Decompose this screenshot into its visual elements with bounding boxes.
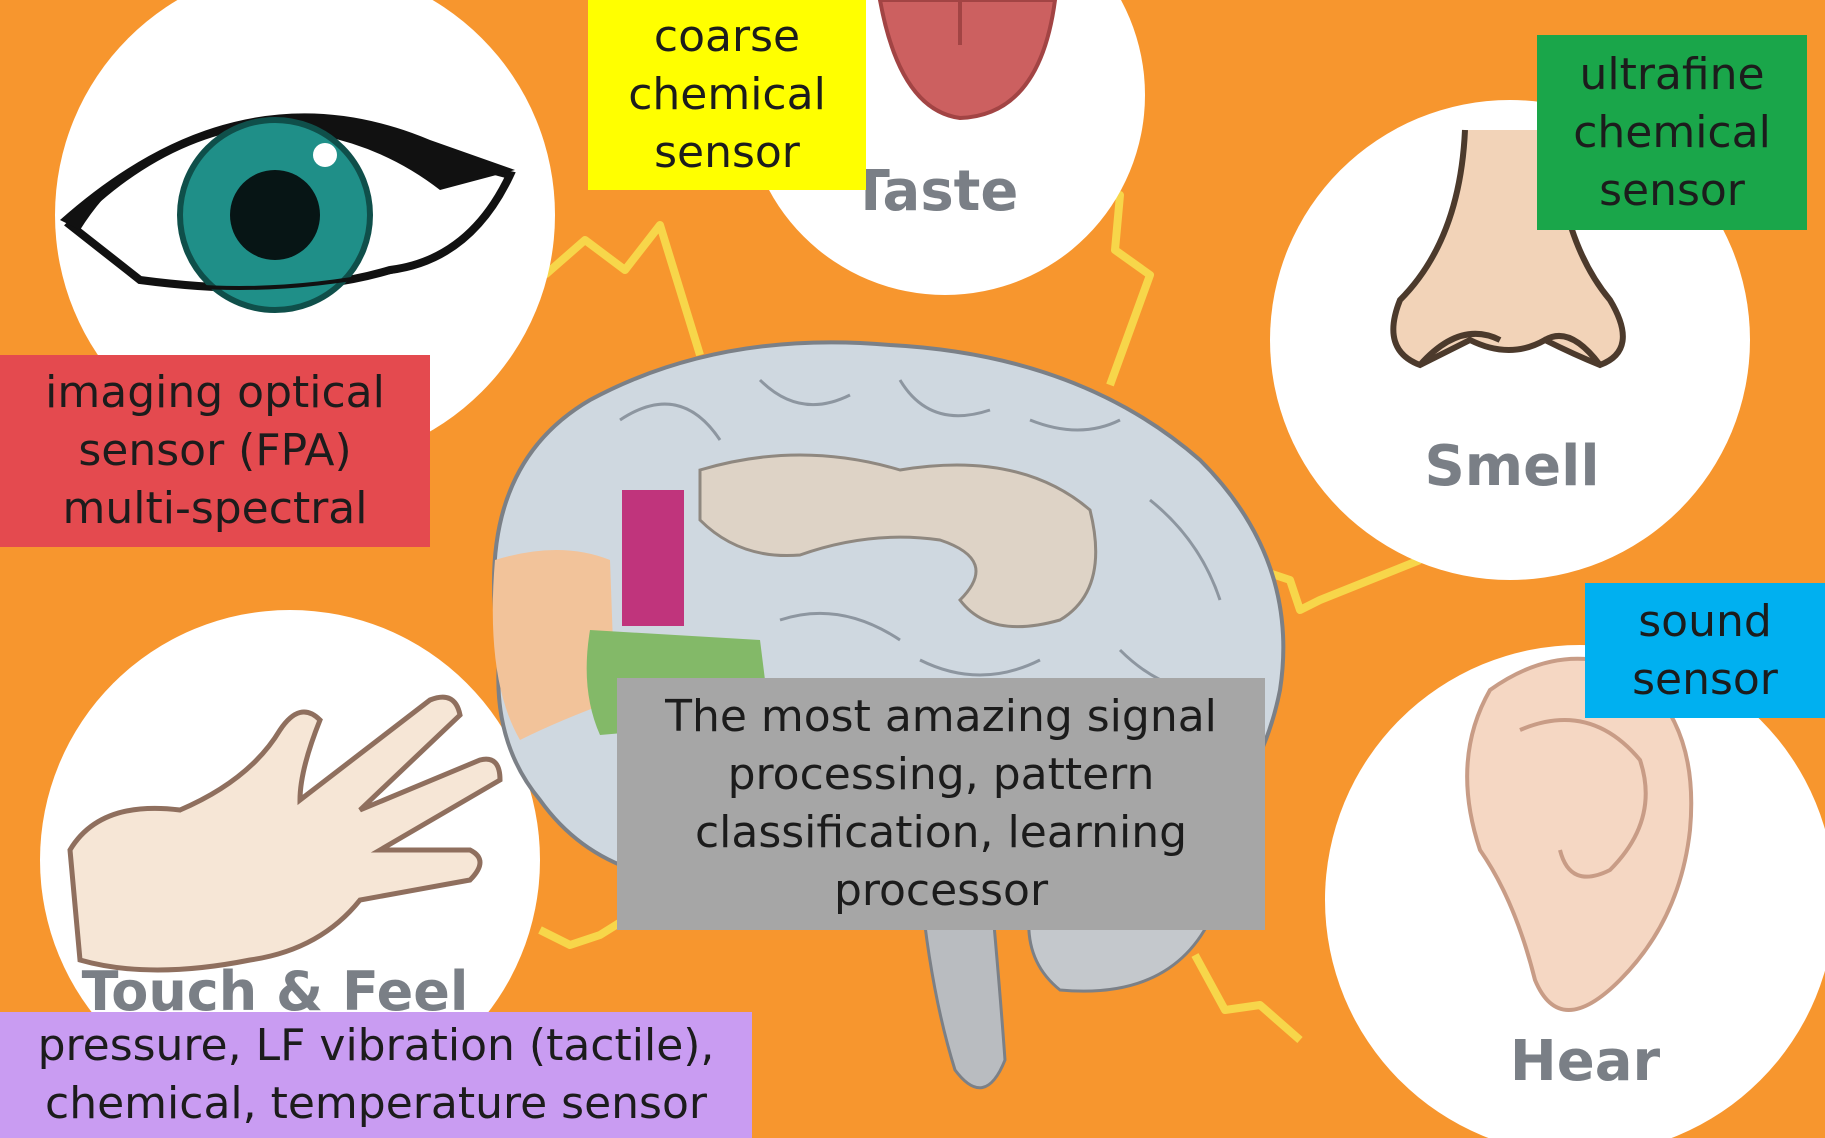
taste-caption: Taste: [852, 159, 1019, 224]
touch-sensor-label: pressure, LF vibration (tactile), chemic…: [0, 1012, 752, 1138]
smell-sensor-label: ultrafine chemical sensor: [1537, 35, 1807, 230]
nerve-hear: [1195, 955, 1300, 1040]
hear-sensor-label: sound sensor: [1585, 583, 1825, 718]
hear-caption: Hear: [1510, 1029, 1661, 1094]
nerve-sight: [545, 225, 700, 355]
brain-processor-label: The most amazing signal processing, patt…: [617, 678, 1265, 930]
sight-sensor-label: imaging optical sensor (FPA) multi-spect…: [0, 355, 430, 547]
smell-caption: Smell: [1424, 434, 1599, 499]
taste-sensor-label: coarse chemical sensor: [588, 0, 866, 190]
